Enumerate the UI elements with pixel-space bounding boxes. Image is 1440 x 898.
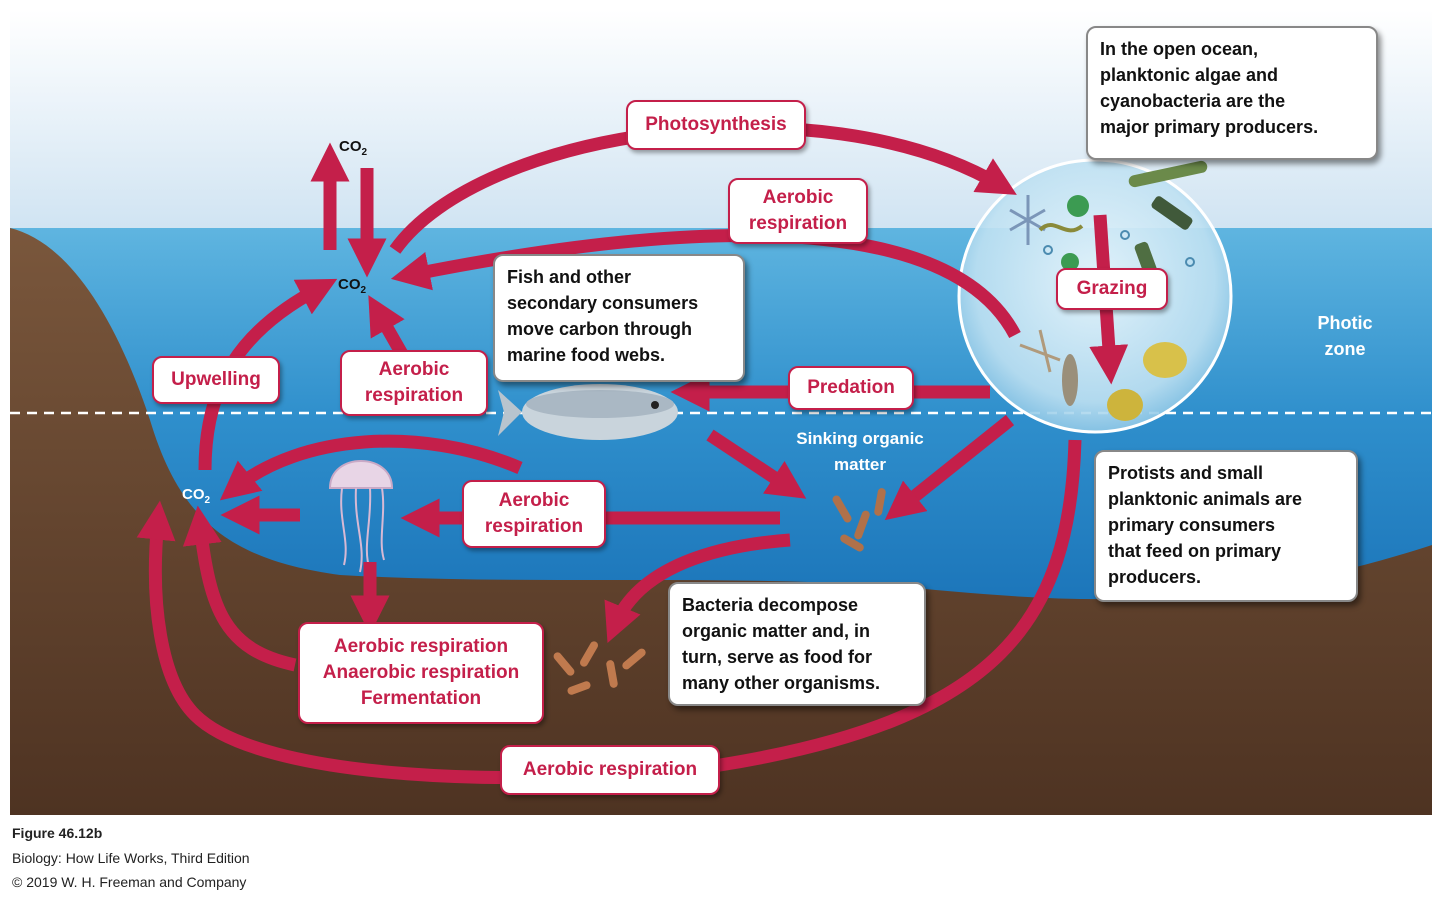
co2-text: CO (182, 486, 205, 503)
co2-text: CO (339, 138, 362, 155)
label-sediment-processes: Aerobic respiration Anaerobic respiratio… (298, 622, 544, 724)
label-photosynthesis: Photosynthesis (626, 100, 806, 150)
zooplankton-cluster (1019, 329, 1187, 421)
label-aerobic-respiration-left: Aerobic respiration (340, 350, 488, 416)
photic-zone-label: Photic zone (1317, 313, 1373, 359)
co2-subscript: 2 (204, 495, 211, 506)
sinking-matter-label: Sinking organic matter (796, 429, 924, 474)
co2-subscript: 2 (361, 147, 368, 158)
co2-surface: CO2 (338, 276, 366, 296)
label-aerobic-respiration-mid: Aerobic respiration (462, 480, 606, 548)
sediment-bacteria (553, 641, 646, 695)
figure-source: Biology: How Life Works, Third Edition (12, 850, 250, 866)
arrow-sediment-to-co2 (182, 505, 297, 672)
co2-atmosphere: CO2 (339, 138, 367, 158)
arrow-to-bacteria (604, 533, 791, 643)
figure-copyright: © 2019 W. H. Freeman and Company (12, 874, 247, 890)
arrow-plankton-sinking (884, 414, 1015, 521)
fish-illustration (498, 384, 678, 440)
note-bacteria: Bacteria decompose organic matter and, i… (668, 582, 926, 706)
note-primary-consumers: Protists and small planktonic animals ar… (1094, 450, 1358, 602)
co2-subscript: 2 (360, 285, 367, 296)
figure-number: Figure 46.12b (12, 825, 103, 841)
jellyfish-illustration (328, 460, 394, 573)
label-aerobic-respiration-bottom: Aerobic respiration (500, 745, 720, 795)
arrow-fish-sinking (706, 429, 807, 499)
sinking-detritus (832, 488, 886, 552)
label-predation: Predation (788, 366, 914, 410)
label-grazing: Grazing (1056, 268, 1168, 310)
label-upwelling: Upwelling (152, 356, 280, 404)
co2-text: CO (338, 276, 361, 293)
arrow-fish-to-co2 (219, 434, 523, 501)
phytoplankton-cluster (1009, 160, 1208, 283)
note-secondary-consumers: Fish and other secondary consumers move … (493, 254, 745, 382)
co2-deep: CO2 (182, 486, 210, 506)
label-aerobic-respiration-top: Aerobic respiration (728, 178, 868, 244)
note-primary-producers: In the open ocean, planktonic algae and … (1086, 26, 1378, 160)
